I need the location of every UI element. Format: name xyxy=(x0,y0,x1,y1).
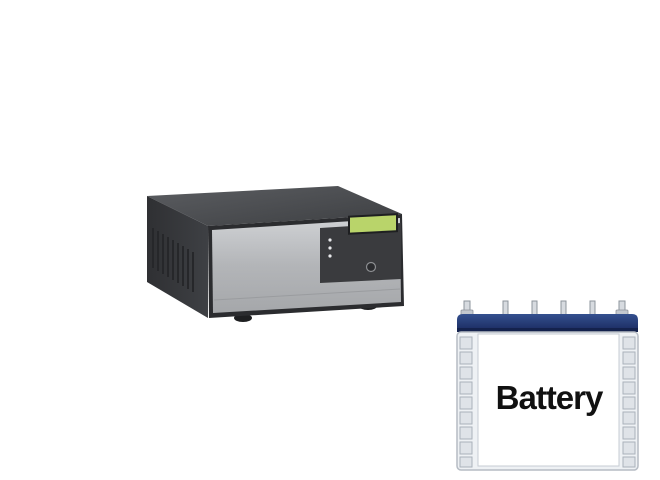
status-led-icon xyxy=(328,246,332,250)
battery-label: Battery xyxy=(496,379,604,416)
inverter-control-panel xyxy=(320,223,401,283)
inverter-top xyxy=(147,186,402,226)
inverter-side-vents xyxy=(152,228,194,292)
inverter xyxy=(147,186,404,322)
battery: Battery xyxy=(456,300,639,471)
battery-terminals xyxy=(460,300,629,319)
status-led-icon xyxy=(328,254,332,258)
battery-lid xyxy=(457,314,638,330)
inverter-panel-seam xyxy=(213,288,401,301)
power-button-icon[interactable] xyxy=(365,261,377,273)
inverter-lcd-display xyxy=(348,213,398,235)
battery-ribs-left xyxy=(459,336,473,468)
battery-label-panel xyxy=(477,333,620,467)
status-led-icon xyxy=(328,238,332,242)
battery-ribs-right xyxy=(622,336,636,468)
